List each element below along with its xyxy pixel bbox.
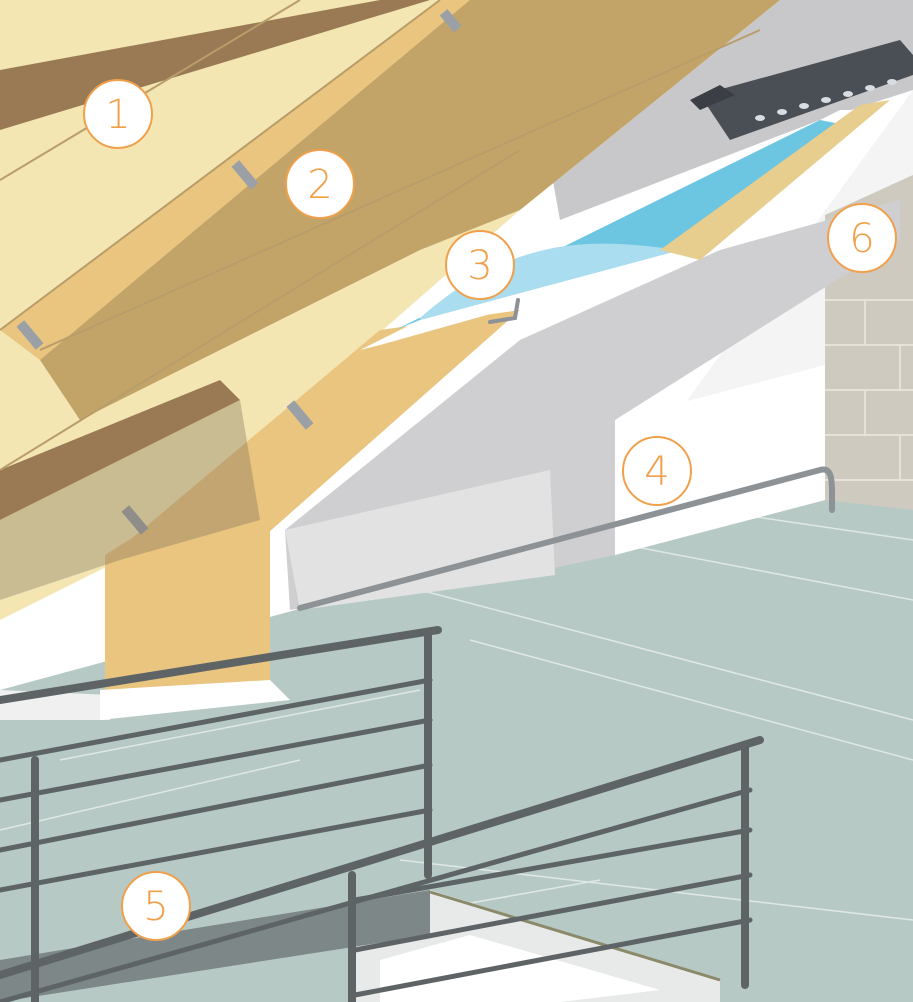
callout-4: 4 bbox=[623, 437, 691, 505]
callout-number: 2 bbox=[307, 162, 332, 208]
callout-number: 6 bbox=[849, 216, 874, 262]
callout-number: 5 bbox=[143, 884, 168, 930]
callout-6: 6 bbox=[828, 204, 896, 272]
callout-number: 4 bbox=[644, 449, 669, 495]
callout-3: 3 bbox=[446, 231, 514, 299]
callout-5: 5 bbox=[122, 872, 190, 940]
callout-2: 2 bbox=[286, 150, 354, 218]
callout-number: 1 bbox=[105, 92, 130, 138]
callout-number: 3 bbox=[467, 243, 492, 289]
callout-1: 1 bbox=[84, 80, 152, 148]
